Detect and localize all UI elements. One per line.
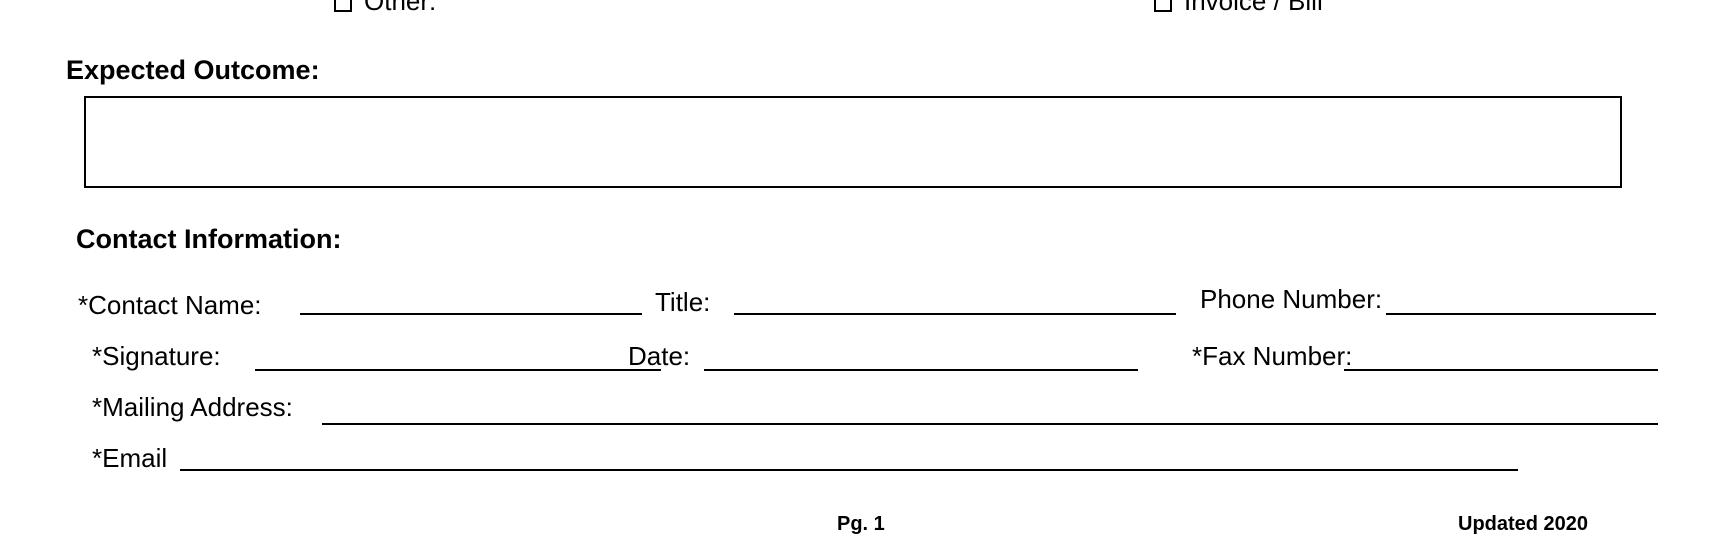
invoice-label: Invoice / Bill	[1184, 0, 1323, 16]
other-label: Other:	[364, 0, 437, 16]
title-field[interactable]	[734, 313, 1176, 315]
contact-name-field[interactable]	[300, 313, 642, 315]
mailing-address-field[interactable]	[322, 423, 1658, 425]
email-label: *Email	[92, 443, 168, 473]
signature-label: *Signature:	[92, 341, 221, 371]
contact-name-label: *Contact Name:	[78, 290, 262, 320]
contact-information-heading: Contact Information:	[76, 224, 342, 254]
invoice-checkbox[interactable]	[1154, 0, 1172, 12]
email-field[interactable]	[180, 469, 1518, 471]
updated-date: Updated 2020	[1458, 513, 1589, 535]
other-checkbox[interactable]	[334, 0, 352, 12]
expected-outcome-field[interactable]	[84, 96, 1622, 188]
expected-outcome-heading: Expected Outcome:	[66, 55, 320, 85]
mailing-address-label: *Mailing Address:	[92, 392, 293, 422]
date-field[interactable]	[704, 369, 1138, 371]
phone-number-label: Phone Number:	[1200, 284, 1383, 314]
phone-number-field[interactable]	[1386, 313, 1656, 315]
fax-number-label: *Fax Number:	[1192, 341, 1353, 371]
page-number: Pg. 1	[837, 513, 885, 535]
fax-number-field[interactable]	[1344, 369, 1658, 371]
date-label: Date:	[628, 341, 691, 371]
title-label: Title:	[655, 287, 711, 317]
signature-field[interactable]	[255, 369, 661, 371]
